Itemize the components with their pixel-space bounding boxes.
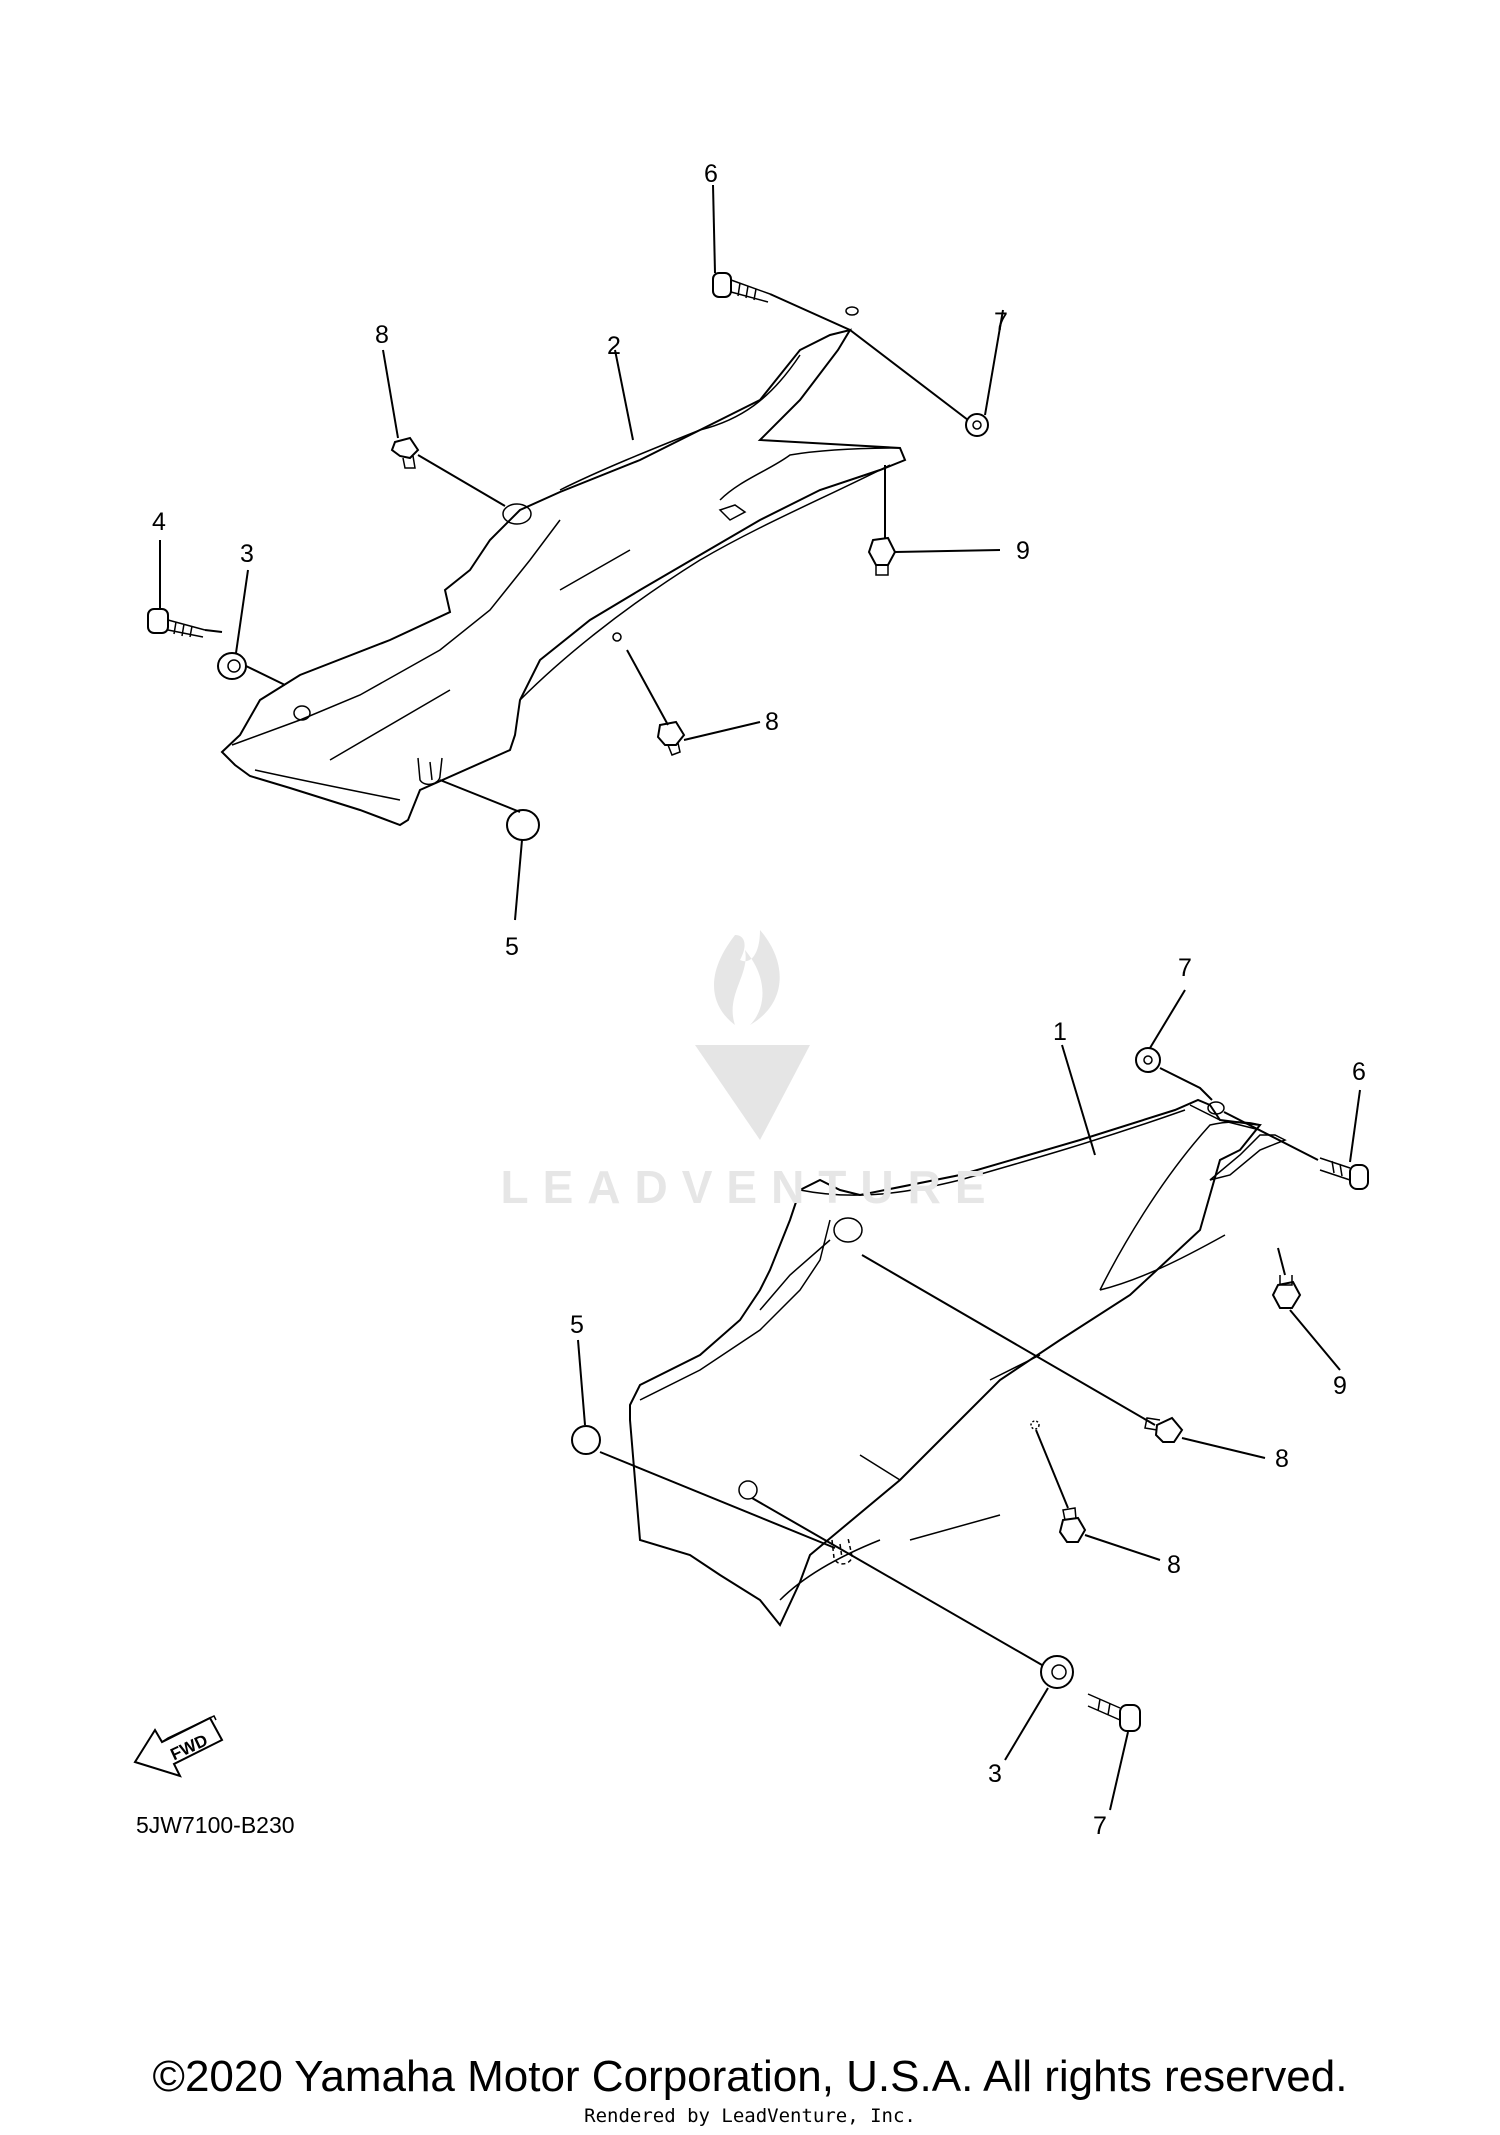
- lower-callouts: 7 1 6 5 9 8 8 3 7: [570, 954, 1366, 1840]
- forward-arrow-icon: FWD: [133, 1715, 224, 1778]
- callout-label: 7: [1178, 954, 1192, 982]
- callout-label: 4: [152, 508, 166, 536]
- callout-label: 5: [505, 933, 519, 961]
- lower-leader-lines: [577, 989, 1361, 1811]
- callout-label: 5: [570, 1311, 584, 1339]
- callout-label: 6: [1352, 1058, 1366, 1086]
- callout-label: 3: [240, 540, 254, 568]
- watermark-text: LEADVENTURE: [500, 1161, 1000, 1213]
- upper-leader-lines: [159, 184, 1004, 921]
- copyright-notice: ©2020 Yamaha Motor Corporation, U.S.A. A…: [152, 2052, 1348, 2101]
- callout-label: 8: [375, 321, 389, 349]
- rendered-by-notice: Rendered by LeadVenture, Inc.: [584, 2105, 916, 2127]
- callout-label: 9: [1333, 1372, 1347, 1400]
- diagram-code: 5JW7100-B230: [136, 1812, 295, 1838]
- upper-callouts: 6 8 2 7 4 3 9 8 5: [152, 160, 1030, 961]
- callout-label: 6: [704, 160, 718, 188]
- callout-label: 7: [994, 308, 1008, 336]
- lower-fasteners: [571, 1047, 1369, 1732]
- callout-label: 8: [765, 708, 779, 736]
- callout-label: 3: [988, 1760, 1002, 1788]
- side-cover-2-drawing: [220, 306, 907, 827]
- callout-label: 8: [1275, 1445, 1289, 1473]
- leadventure-logo-watermark: [695, 930, 810, 1140]
- callout-label: 9: [1016, 537, 1030, 565]
- callout-label: 8: [1167, 1551, 1181, 1579]
- callout-label: 2: [607, 332, 621, 360]
- upper-fasteners: [147, 272, 989, 841]
- callout-label: 1: [1053, 1018, 1067, 1046]
- callout-label: 7: [1093, 1812, 1107, 1840]
